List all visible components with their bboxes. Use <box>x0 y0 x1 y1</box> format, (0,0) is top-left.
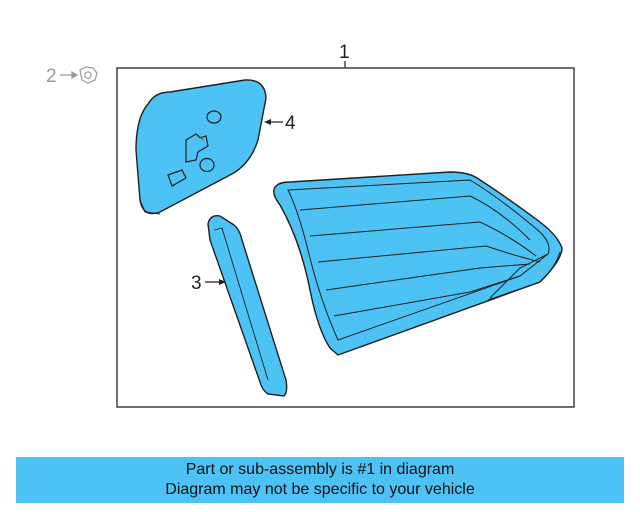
callout-1-label: 1 <box>339 42 350 63</box>
callout-2-label: 2 <box>46 66 57 87</box>
tail-lamp-assembly <box>273 171 563 356</box>
callout-3-label: 3 <box>191 273 202 294</box>
banner-line-2: Diagram may not be specific to your vehi… <box>165 481 475 498</box>
callout-3-arrowhead <box>219 279 226 285</box>
nut-icon <box>60 66 98 84</box>
bracket-plate <box>135 79 267 215</box>
callout-4-label: 4 <box>285 113 296 134</box>
parts-diagram: 2 1 4 3 <box>46 42 575 408</box>
assembly-frame <box>116 67 575 408</box>
gasket-strip <box>207 214 288 397</box>
callout-4-arrowhead <box>264 119 271 125</box>
banner-line-1: Part or sub-assembly is #1 in diagram <box>185 461 455 478</box>
info-banner: Part or sub-assembly is #1 in diagram Di… <box>16 457 624 503</box>
